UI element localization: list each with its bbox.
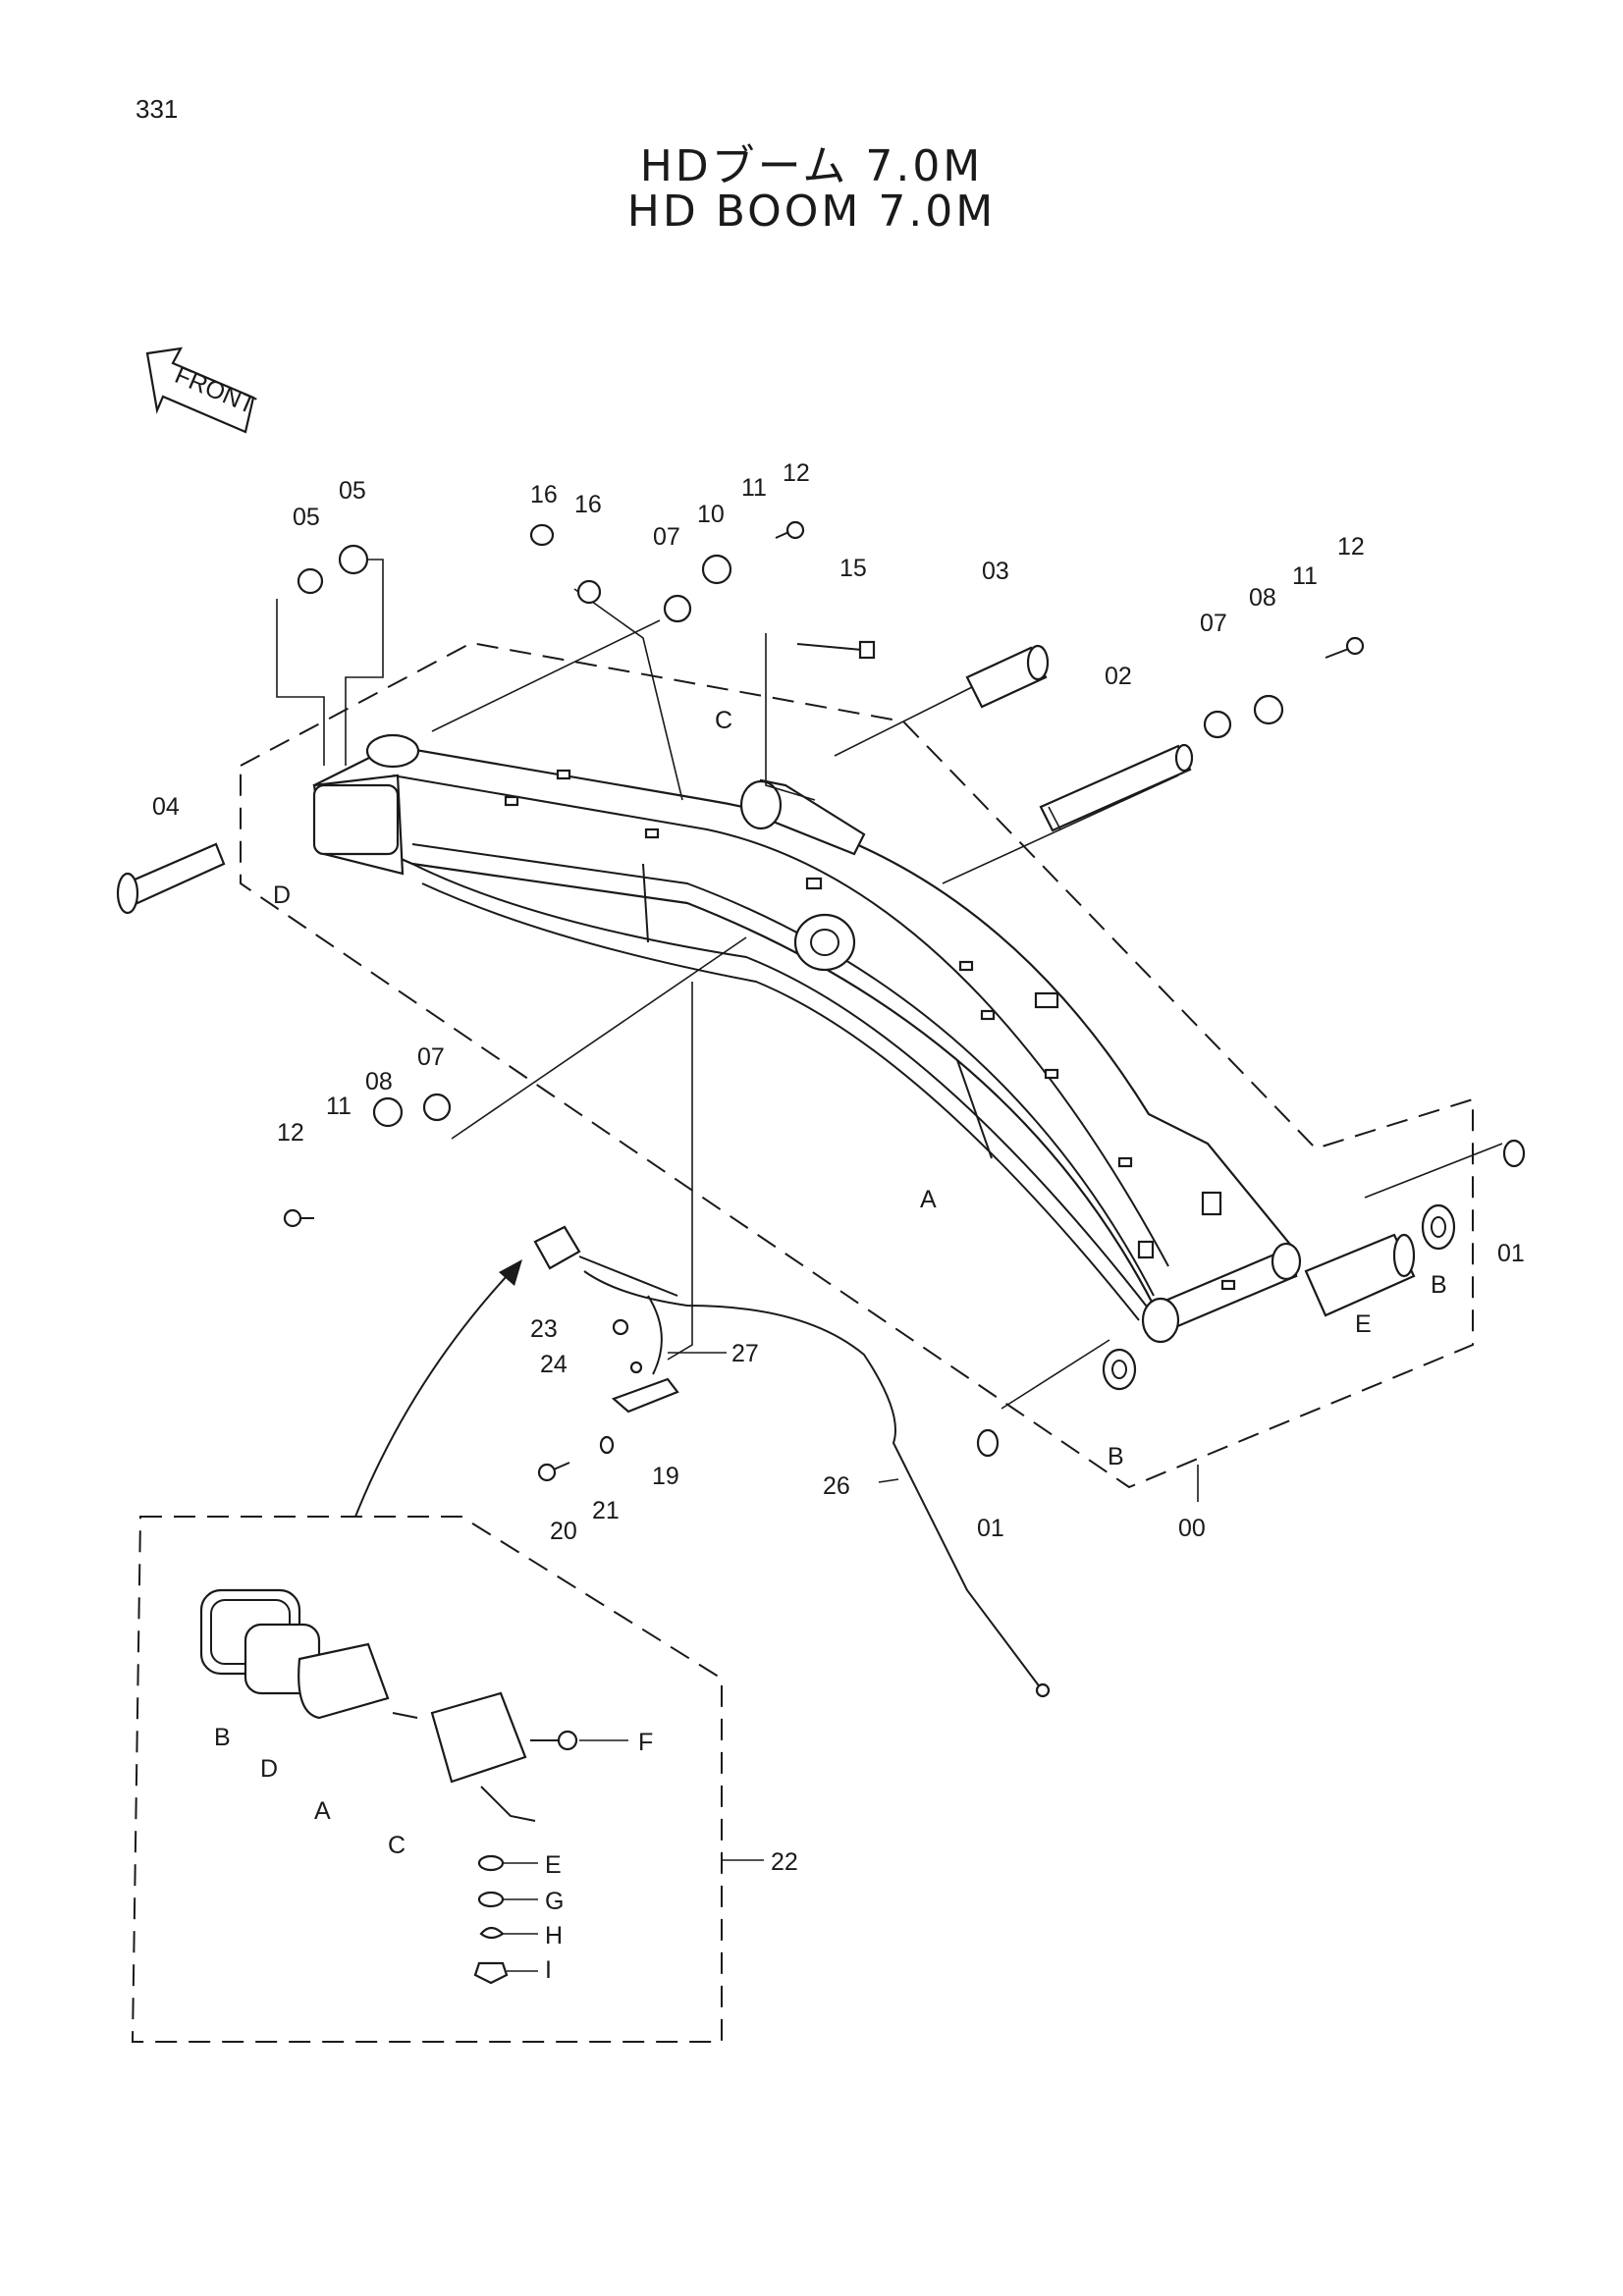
lamp-label-C: C bbox=[388, 1832, 406, 1859]
callout-01: 01 bbox=[1497, 1240, 1525, 1267]
lamp-label-B: B bbox=[214, 1724, 231, 1751]
callout-12: 12 bbox=[783, 459, 810, 487]
callout-21: 21 bbox=[592, 1497, 620, 1524]
callout-03: 03 bbox=[982, 558, 1009, 585]
callout-07: 07 bbox=[417, 1043, 445, 1071]
pin-03 bbox=[965, 644, 1050, 709]
label-E: E bbox=[1355, 1310, 1372, 1338]
callout-16: 16 bbox=[530, 481, 558, 508]
callout-27: 27 bbox=[731, 1340, 759, 1367]
detail-arrow bbox=[354, 1260, 521, 1518]
callout-08: 08 bbox=[1249, 584, 1276, 612]
callout-04: 04 bbox=[152, 793, 180, 821]
bolts bbox=[283, 520, 1365, 1482]
callout-11: 11 bbox=[326, 1093, 352, 1120]
washers bbox=[297, 523, 1526, 1458]
lamp-label-E: E bbox=[545, 1851, 562, 1879]
lamp-detail-parts bbox=[199, 1588, 578, 1985]
detail-arrow-head-icon bbox=[499, 1259, 522, 1286]
callout-19: 19 bbox=[652, 1463, 679, 1490]
callout-20: 20 bbox=[550, 1518, 577, 1545]
label-A: A bbox=[920, 1186, 937, 1213]
callout-11: 11 bbox=[741, 474, 767, 502]
lamp-label-H: H bbox=[545, 1922, 563, 1949]
front-arrow-icon: FRONT bbox=[145, 347, 259, 434]
callout-07: 07 bbox=[1200, 610, 1227, 637]
callouts: 00 01 01 02 03 04 05 05 07 07 07 08 08 1… bbox=[152, 459, 1525, 1984]
callout-12: 12 bbox=[1337, 533, 1365, 561]
callout-15: 15 bbox=[839, 555, 867, 582]
pin-E bbox=[1304, 1233, 1416, 1317]
lamp-label-F: F bbox=[638, 1729, 653, 1756]
label-C: C bbox=[715, 707, 732, 734]
callout-02: 02 bbox=[1105, 663, 1132, 690]
bushing-B-left bbox=[1102, 1348, 1137, 1391]
title-english: HD BOOM 7.0M bbox=[626, 187, 997, 237]
callout-08: 08 bbox=[365, 1068, 393, 1095]
label-D: D bbox=[273, 881, 291, 909]
callout-07: 07 bbox=[653, 523, 680, 551]
page-number: 331 bbox=[135, 94, 179, 124]
lamp-label-D: D bbox=[260, 1755, 278, 1783]
callout-00: 00 bbox=[1178, 1515, 1206, 1542]
lamp-label-I: I bbox=[545, 1956, 552, 1984]
callout-05: 05 bbox=[339, 477, 366, 505]
callout-24: 24 bbox=[540, 1351, 568, 1378]
callout-05: 05 bbox=[293, 504, 320, 531]
callout-23: 23 bbox=[530, 1315, 558, 1343]
title-japanese: HDブーム 7.0M bbox=[639, 141, 984, 191]
lamp-label-G: G bbox=[545, 1888, 564, 1915]
callout-22: 22 bbox=[771, 1848, 798, 1876]
lamp-label-A: A bbox=[314, 1797, 331, 1825]
callout-01: 01 bbox=[977, 1515, 1004, 1542]
bushing-B-right bbox=[1421, 1203, 1456, 1251]
callout-11: 11 bbox=[1292, 562, 1318, 590]
pin-02 bbox=[1039, 743, 1194, 832]
pin-04 bbox=[116, 842, 226, 915]
boom-body bbox=[312, 733, 1302, 1344]
callout-12: 12 bbox=[277, 1119, 304, 1147]
work-lamp-assembly bbox=[533, 1225, 1051, 1698]
callout-16: 16 bbox=[574, 491, 602, 518]
label-B: B bbox=[1108, 1443, 1124, 1470]
callout-10: 10 bbox=[697, 501, 725, 528]
callout-26: 26 bbox=[823, 1472, 850, 1500]
label-B: B bbox=[1431, 1271, 1447, 1299]
lamp-label-leaders bbox=[503, 1352, 1199, 1972]
boom-assembly-boundary bbox=[240, 641, 1474, 1489]
